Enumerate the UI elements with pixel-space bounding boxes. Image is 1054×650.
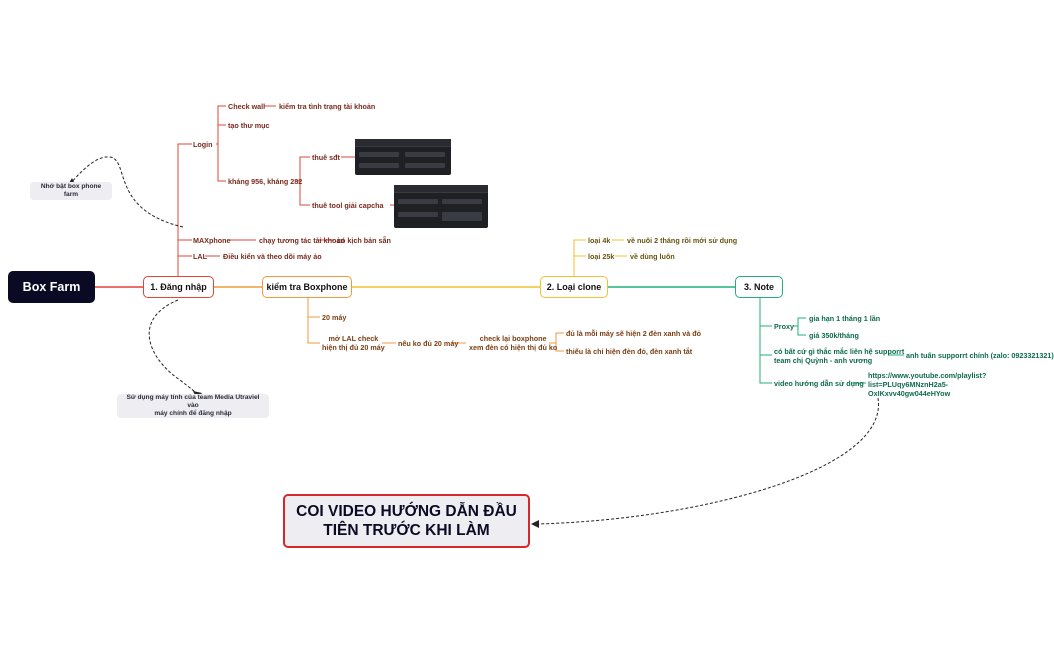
topic-mo-lal[interactable]: mở LAL check hiện thị đủ 20 máy	[322, 334, 385, 352]
root-node[interactable]: Box Farm	[8, 271, 95, 303]
branch-label: 2. Loại clone	[546, 282, 602, 292]
root-label: Box Farm	[22, 280, 81, 294]
text-line: hiện thị đủ 20 máy	[322, 343, 385, 352]
callout-box-phone[interactable]: Nhớ bật box phone farm	[30, 182, 112, 200]
edges-boxphone	[307, 298, 564, 352]
topic-lal[interactable]: LAL	[193, 252, 207, 261]
edges-loai-clone	[573, 239, 627, 277]
topic-maxphone-detail2[interactable]: có kịch bản sẵn	[337, 236, 391, 245]
branch-label: 3. Note	[743, 282, 774, 292]
screenshot-thumbnail-sdt[interactable]	[355, 139, 451, 175]
topic-neu-ko[interactable]: nếu ko đủ 20 máy	[398, 339, 459, 348]
topic-du-la[interactable]: đủ là mỗi máy sẽ hiện 2 đèn xanh và đỏ	[566, 329, 702, 338]
edges-dang-nhap	[177, 105, 394, 276]
arrow-head-3	[531, 520, 539, 528]
topic-proxy[interactable]: Proxy	[774, 322, 794, 331]
branch-label: kiểm tra Boxphone	[266, 282, 348, 292]
topic-khang[interactable]: kháng 956, kháng 282	[228, 177, 303, 186]
text-line: OxIKxvv40gw044eHYow	[868, 389, 951, 398]
text-line: team chị Quỳnh - anh vương	[774, 356, 873, 365]
topic-loai-25k-detail[interactable]: về dùng luôn	[630, 252, 675, 261]
topic-20-may[interactable]: 20 máy	[322, 313, 347, 322]
dashed-link-maxphone	[69, 156, 184, 228]
topic-proxy-gia-han[interactable]: gia hạn 1 tháng 1 lần	[809, 314, 881, 323]
dashed-link-dangnhap	[148, 299, 199, 397]
topic-loai-25k[interactable]: loại 25k	[588, 252, 615, 261]
topic-check-wall[interactable]: Check wall	[228, 102, 266, 111]
callout-text: Sử dụng máy tính của team Media Utraviel…	[121, 394, 265, 418]
big-note-line: TIÊN TRƯỚC KHI LÀM	[323, 522, 490, 539]
text-line: có bất cứ gì thắc mắc liên hệ supporrt	[774, 347, 905, 356]
callout-text: Nhớ bật box phone farm	[40, 183, 102, 198]
branch-dang-nhap[interactable]: 1. Đăng nhập	[143, 276, 214, 298]
topic-support-detail[interactable]: anh tuấn supporrt chính (zalo: 092332132…	[906, 351, 1054, 360]
branch-label: 1. Đăng nhập	[150, 282, 207, 292]
branch-kiem-tra-boxphone[interactable]: kiểm tra Boxphone	[262, 276, 352, 298]
branch-loai-clone[interactable]: 2. Loại clone	[540, 276, 608, 298]
text-line: https://www.youtube.com/playlist?	[868, 371, 987, 380]
topic-check-wall-detail[interactable]: kiểm tra tình trạng tài khoản	[279, 102, 376, 111]
topic-check-lai[interactable]: check lại boxphone xem đèn có hiện thị đ…	[469, 334, 557, 352]
topic-loai-4k-detail[interactable]: về nuôi 2 tháng rồi mới sử dụng	[627, 236, 738, 245]
big-note-video-first[interactable]: COI VIDEO HƯỚNG DẪN ĐẦU TIÊN TRƯỚC KHI L…	[283, 494, 530, 548]
topic-tao-thu-muc[interactable]: tạo thư mục	[228, 121, 270, 130]
edges-note	[759, 298, 904, 384]
topic-loai-4k[interactable]: loại 4k	[588, 236, 611, 245]
text-line: list=PLUqy6MNznH2a5-	[868, 380, 949, 389]
topic-login[interactable]: Login	[193, 140, 213, 149]
topic-maxphone-detail[interactable]: chạy tương tác tài khoản	[259, 236, 345, 245]
topic-lal-detail[interactable]: Điều kiển và theo dõi máy ảo	[223, 252, 322, 261]
callout-may-tinh[interactable]: Sử dụng máy tính của team Media Utraviel…	[117, 394, 269, 418]
topic-maxphone[interactable]: MAXphone	[193, 236, 231, 245]
screenshot-thumbnail-capcha[interactable]	[394, 185, 488, 228]
video-link[interactable]: https://www.youtube.com/playlist? list=P…	[868, 371, 986, 398]
topic-thue-sdt[interactable]: thuê sđt	[312, 153, 340, 162]
text-line: xem đèn có hiện thị đủ ko	[469, 343, 558, 352]
big-note-line: COI VIDEO HƯỚNG DẪN ĐẦU	[296, 503, 517, 520]
dashed-link-video	[535, 397, 879, 525]
text-line: Sử dụng máy tính của team Media Utraviel…	[126, 394, 260, 409]
text-line: máy chính để đăng nhập	[154, 410, 232, 417]
branch-note[interactable]: 3. Note	[735, 276, 783, 298]
topic-thieu-la[interactable]: thiếu là chỉ hiện đèn đỏ, đèn xanh tắt	[566, 347, 693, 356]
topic-proxy-gia[interactable]: giá 350k/tháng	[809, 331, 859, 340]
topic-video[interactable]: video hướng dẫn sử dụng	[774, 379, 864, 388]
text-line: check lại boxphone	[479, 334, 547, 343]
text-line: mở LAL check	[328, 334, 379, 343]
topic-thue-tool[interactable]: thuê tool giải capcha	[312, 201, 384, 210]
topic-support[interactable]: có bất cứ gì thắc mắc liên hệ supporrt t…	[774, 347, 904, 365]
